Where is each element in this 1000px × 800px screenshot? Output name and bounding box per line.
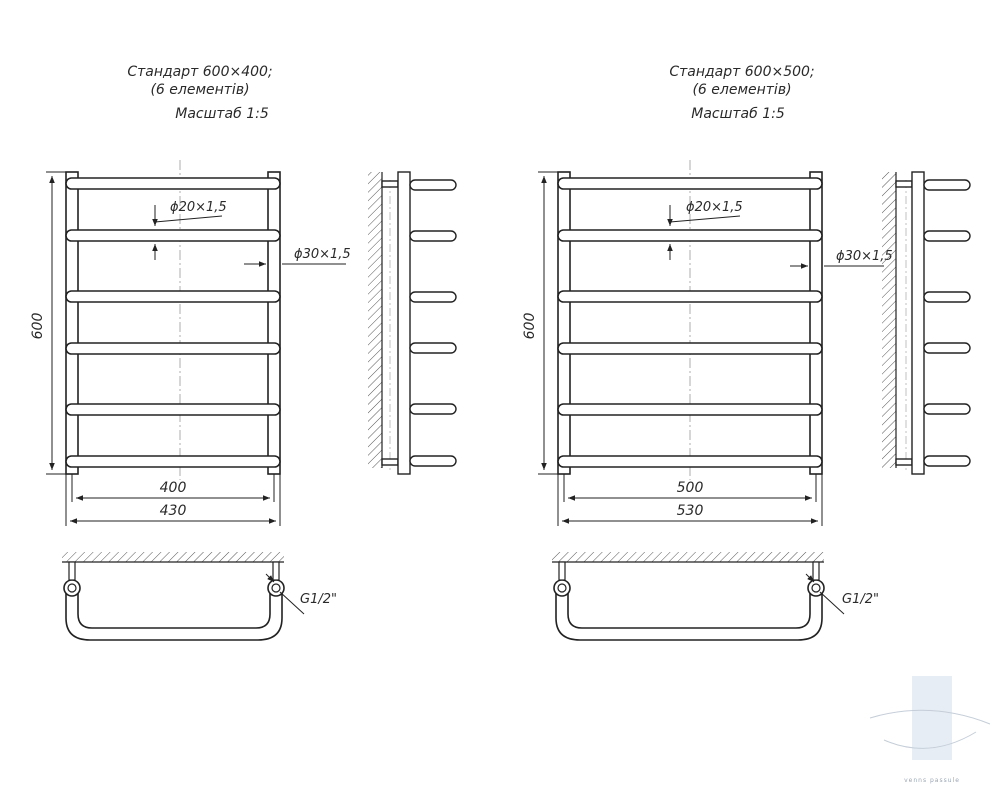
rail-diameter-label: ϕ30×1,5: [294, 247, 351, 262]
drawing-600x500: Стандарт 600×500; (6 елементів) Масштаб …: [522, 64, 971, 641]
front-view: [557, 160, 823, 480]
drawing-title-line1: Стандарт 600×500;: [669, 64, 814, 80]
front-view: [65, 160, 281, 480]
height-dimension: [538, 171, 558, 475]
drawing-title-line1: Стандарт 600×400;: [127, 64, 272, 80]
side-view: [882, 171, 971, 475]
inner-width-label: 500: [677, 480, 704, 496]
inner-width-label: 400: [160, 480, 187, 496]
drawing-title-line2: (6 елементів): [150, 82, 249, 98]
drawing-scale: Масштаб 1:5: [175, 106, 269, 122]
drawing-scale: Масштаб 1:5: [691, 106, 785, 122]
drawing-title-line2: (6 елементів): [692, 82, 791, 98]
height-label: 600: [30, 313, 46, 340]
thread-label: G1/2": [842, 592, 879, 607]
watermark-text: venns passule: [904, 777, 960, 784]
width-dimensions: [557, 474, 823, 526]
thread-label: G1/2": [300, 592, 337, 607]
right-rail: [809, 171, 823, 475]
top-view: [62, 552, 305, 641]
bar-diameter-callout: [667, 205, 741, 260]
left-rail: [65, 171, 79, 475]
bar-diameter-callout: [152, 205, 223, 260]
drawing-600x400: Стандарт 600×400; (6 елементів) Масштаб …: [30, 64, 457, 641]
left-rail: [557, 171, 571, 475]
crossbars: [557, 177, 823, 468]
height-dimension: [46, 171, 66, 475]
outer-width-label: 530: [677, 503, 704, 519]
watermark-logo: venns passule: [869, 676, 991, 784]
top-view: [552, 552, 845, 641]
width-dimensions: [65, 474, 281, 526]
crossbars: [65, 177, 281, 468]
bar-diameter-label: ϕ20×1,5: [686, 200, 743, 215]
side-view: [368, 171, 457, 475]
height-label: 600: [522, 313, 538, 340]
right-rail: [267, 171, 281, 475]
rail-diameter-label: ϕ30×1,5: [836, 249, 893, 264]
bar-diameter-label: ϕ20×1,5: [170, 200, 227, 215]
outer-width-label: 430: [160, 503, 187, 519]
